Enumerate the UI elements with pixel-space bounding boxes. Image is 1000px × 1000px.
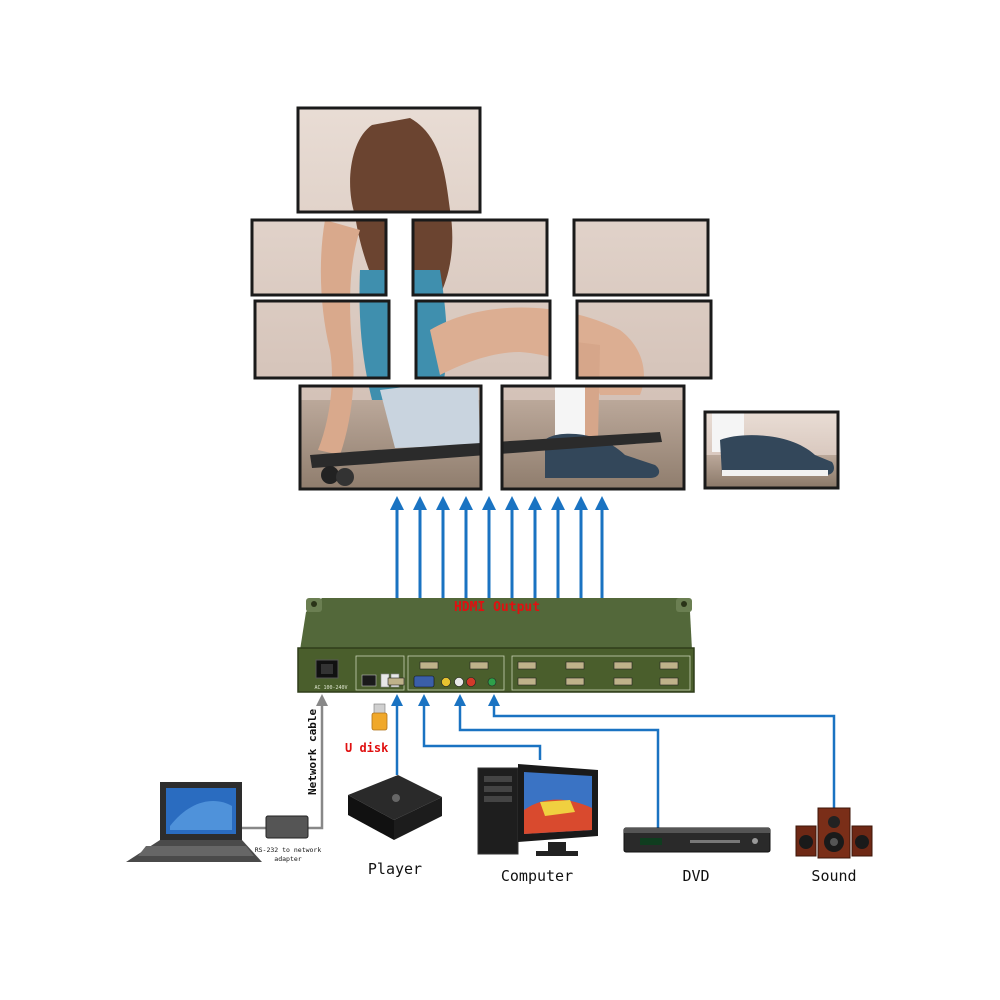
output-arrow-9 (574, 496, 588, 598)
source-label-player: Player (368, 860, 422, 878)
network-cable-label: Network cable (306, 709, 319, 795)
wall-panel-4 (572, 218, 710, 297)
output-arrow-3 (436, 496, 450, 598)
output-arrow-2 (413, 496, 427, 598)
wall-panel-3 (411, 218, 549, 297)
hdmi-output-port (613, 677, 633, 686)
hdmi-output-port (565, 677, 585, 686)
wall-panel-5 (253, 299, 391, 380)
sound-icon (795, 807, 873, 859)
av-input-port-2 (454, 677, 464, 687)
wall-panel-2 (250, 218, 388, 297)
av-input-port-3 (466, 677, 476, 687)
hdmi-output-ports (517, 661, 679, 686)
wall-panel-7 (575, 299, 713, 380)
adapter-icon (265, 815, 309, 839)
input-connections (391, 694, 836, 828)
adapter-label-line1: RS-232 to network (255, 846, 322, 854)
power-label: AC 100-240V (314, 685, 347, 691)
output-arrow-7 (528, 496, 542, 598)
wall-panel-6 (414, 299, 552, 380)
output-arrow-4 (459, 496, 473, 598)
player-connection (391, 694, 403, 775)
dvd-connection (454, 694, 660, 828)
hdmi-output-port (517, 661, 537, 670)
source-label-computer: Computer (501, 867, 573, 885)
audio-port (487, 677, 497, 687)
output-arrow-6 (505, 496, 519, 598)
player-icon (348, 775, 442, 840)
sound-connection (488, 694, 836, 808)
udisk-label: U disk (345, 741, 389, 755)
hdmi-input-top-1 (419, 661, 439, 670)
adapter-label-line2: adapter (274, 855, 301, 863)
output-arrow-1 (390, 496, 404, 598)
vga-input-port (413, 675, 435, 688)
computer-connection (418, 694, 542, 760)
device-title: HDMI Output (454, 600, 540, 615)
dvd-icon (623, 827, 771, 853)
hdmi-input-port (387, 677, 405, 686)
hdmi-output-port (659, 661, 679, 670)
hdmi-output-arrows (390, 496, 609, 598)
hdmi-output-port (517, 677, 537, 686)
video-wall (250, 106, 840, 491)
hdmi-input-top-2 (469, 661, 489, 670)
output-arrow-8 (551, 496, 565, 598)
hdmi-output-port (659, 677, 679, 686)
av-input-port-1 (441, 677, 451, 687)
rj45-port (361, 674, 377, 687)
video-wall-controller: HDMI Output AC 100-240V (297, 598, 695, 693)
video-wall-image-shoe (705, 412, 838, 488)
hdmi-output-port (613, 661, 633, 670)
laptop-icon (126, 782, 262, 862)
source-label-dvd: DVD (682, 867, 709, 885)
computer-icon (477, 764, 598, 856)
wall-panel-1 (296, 106, 482, 214)
hdmi-output-port (565, 661, 585, 670)
output-arrow-10 (595, 496, 609, 598)
output-arrow-5 (482, 496, 496, 598)
udisk-icon (371, 703, 388, 731)
network-cable (242, 694, 328, 830)
source-label-sound: Sound (811, 867, 856, 885)
wall-panel-9 (500, 384, 686, 491)
wall-panel-10 (703, 410, 840, 490)
wall-panel-8 (298, 384, 483, 491)
